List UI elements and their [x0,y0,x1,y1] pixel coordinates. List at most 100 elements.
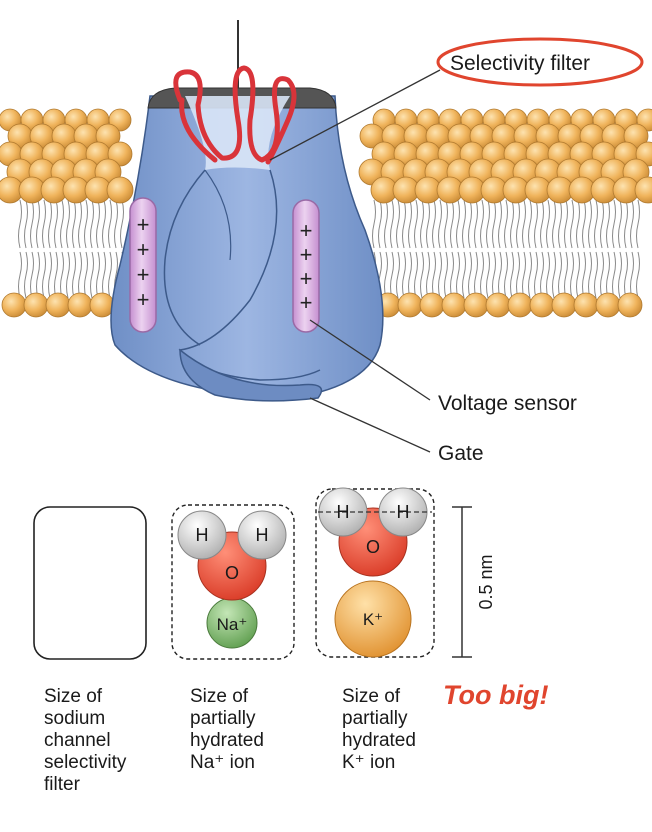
lipid-tail [600,251,604,299]
lipid-tail [558,199,562,249]
lipid-head [573,292,599,318]
lipid-tail [426,251,430,299]
lipid-tail [486,251,490,299]
lipid-tail [522,251,526,299]
caption-line: Size of [44,686,103,707]
lipid-tail [66,199,70,249]
charge-plus: + [137,212,150,237]
lipid-tail [606,199,610,249]
charge-plus: + [300,242,313,267]
sodium-channel-protein: + + + + + + + + [110,20,384,402]
caption-line: sodium [44,708,106,729]
lipid-tail [84,251,88,299]
lipid-tail [102,199,106,249]
lipid-tail [600,199,604,249]
lipid-tail [378,199,382,249]
voltage-sensor-leader [309,319,431,401]
lipid-tail [474,199,478,249]
lipid-tail [78,199,82,249]
subunit-outline-right [178,169,321,381]
lipid-tail [42,199,46,249]
lipid-tail [90,251,94,299]
lipid-tail [552,199,556,249]
too-big-label: Too big! [443,680,549,710]
lipid-tail [96,199,100,249]
lipid-tail [498,199,502,249]
lipid-tail [462,251,466,299]
caption-line: hydrated [342,730,416,751]
lipid-tail [474,251,478,299]
lipid-tail [402,251,406,299]
lipid-tail [24,251,28,299]
lipid-bilayer [0,108,652,318]
lipid-tails [18,199,640,299]
hydrogen-atom [177,510,227,560]
lipid-tail [54,199,58,249]
lipid-tail [426,199,430,249]
sodium-label: Na⁺ [217,615,248,634]
lipid-head [595,292,621,318]
charge-plus: + [137,287,150,312]
lipid-head [634,176,652,204]
lipid-tail [60,251,64,299]
lipid-tail [594,199,598,249]
lipid-head [107,141,133,167]
lipid-tail [492,199,496,249]
lipid-tail [456,251,460,299]
na-caption: Size of partially hydrated Na⁺ ion [190,686,264,774]
scale-bar: 0.5 nm [452,506,496,658]
charge-plus: + [300,218,313,243]
lipid-tail [564,251,568,299]
lipid-tail [108,251,112,299]
lipid-tail [504,199,508,249]
lipid-tail [384,199,388,249]
caption-line: hydrated [190,730,264,751]
lipid-tail [558,251,562,299]
lipid-tail [108,199,112,249]
lipid-head [551,292,577,318]
lipid-head [1,292,27,318]
caption-line: filter [44,774,80,795]
lipid-tail [408,251,412,299]
lipid-tail [444,251,448,299]
lipid-tail [510,251,514,299]
lipid-head [529,292,555,318]
lipid-tail [498,251,502,299]
k-caption: Size of partially hydrated K⁺ ion [342,686,416,774]
lipid-tail [516,199,520,249]
lipid-tail [570,251,574,299]
lipid-tail [540,199,544,249]
gate-label: Gate [438,442,484,465]
lipid-tail [438,199,442,249]
lipid-head [89,292,115,318]
lipid-tail [84,199,88,249]
lipid-tail [576,251,580,299]
lipid-tail [414,251,418,299]
lipid-tail [48,251,52,299]
voltage-sensor-label: Voltage sensor [438,392,577,415]
lipid-tail [630,199,634,249]
lipid-tail [372,199,376,249]
filter-caption: Size of sodium channel selectivity filte… [44,686,126,796]
lipid-tail [18,199,22,249]
voltage-sensor-left: + + + + [129,197,157,333]
lipid-tail [492,251,496,299]
lipid-tail [582,199,586,249]
potassium-ion [334,580,412,658]
lipid-head [419,292,445,318]
lipid-tail [630,251,634,299]
lipid-head [463,292,489,318]
lipid-tail [636,251,640,299]
lipid-tail [612,199,616,249]
hydrogen-atom [237,510,287,560]
lipid-tail [54,251,58,299]
lipid-tail [480,251,484,299]
hydrated-k-ion: H H O K⁺ [315,487,435,658]
charge-plus: + [137,262,150,287]
lipid-tail [582,251,586,299]
lipid-tail [30,199,34,249]
selectivity-filter-loop-left [179,97,218,163]
caption-line: partially [190,708,256,729]
lipid-tail [384,251,388,299]
lipid-tail [522,199,526,249]
